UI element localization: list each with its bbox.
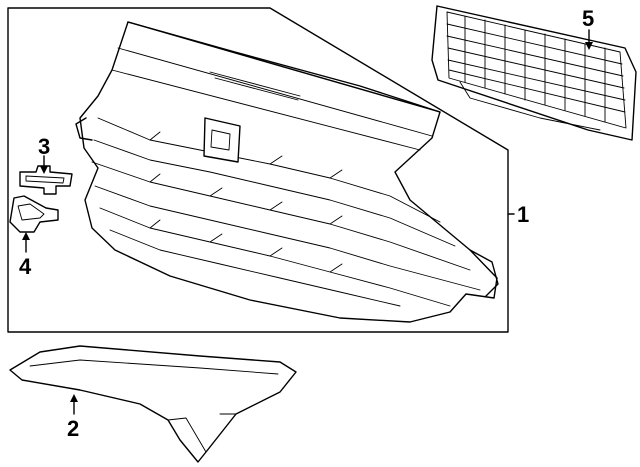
part-3-emblem[interactable] bbox=[19, 165, 73, 195]
callout-1: 1 bbox=[517, 202, 529, 227]
callout-5: 5 bbox=[582, 6, 594, 31]
callout-3: 3 bbox=[38, 134, 50, 159]
callout-2: 2 bbox=[67, 416, 79, 441]
part-1-grille-assembly[interactable] bbox=[75, 21, 499, 323]
callout-4: 4 bbox=[19, 254, 32, 279]
part-2-lower-molding[interactable] bbox=[9, 345, 297, 463]
part-4-emblem-bracket[interactable] bbox=[9, 195, 59, 233]
part-5-shutter-panel[interactable] bbox=[431, 5, 637, 141]
assembly-frame bbox=[7, 7, 509, 333]
leader-lines bbox=[22, 29, 593, 415]
